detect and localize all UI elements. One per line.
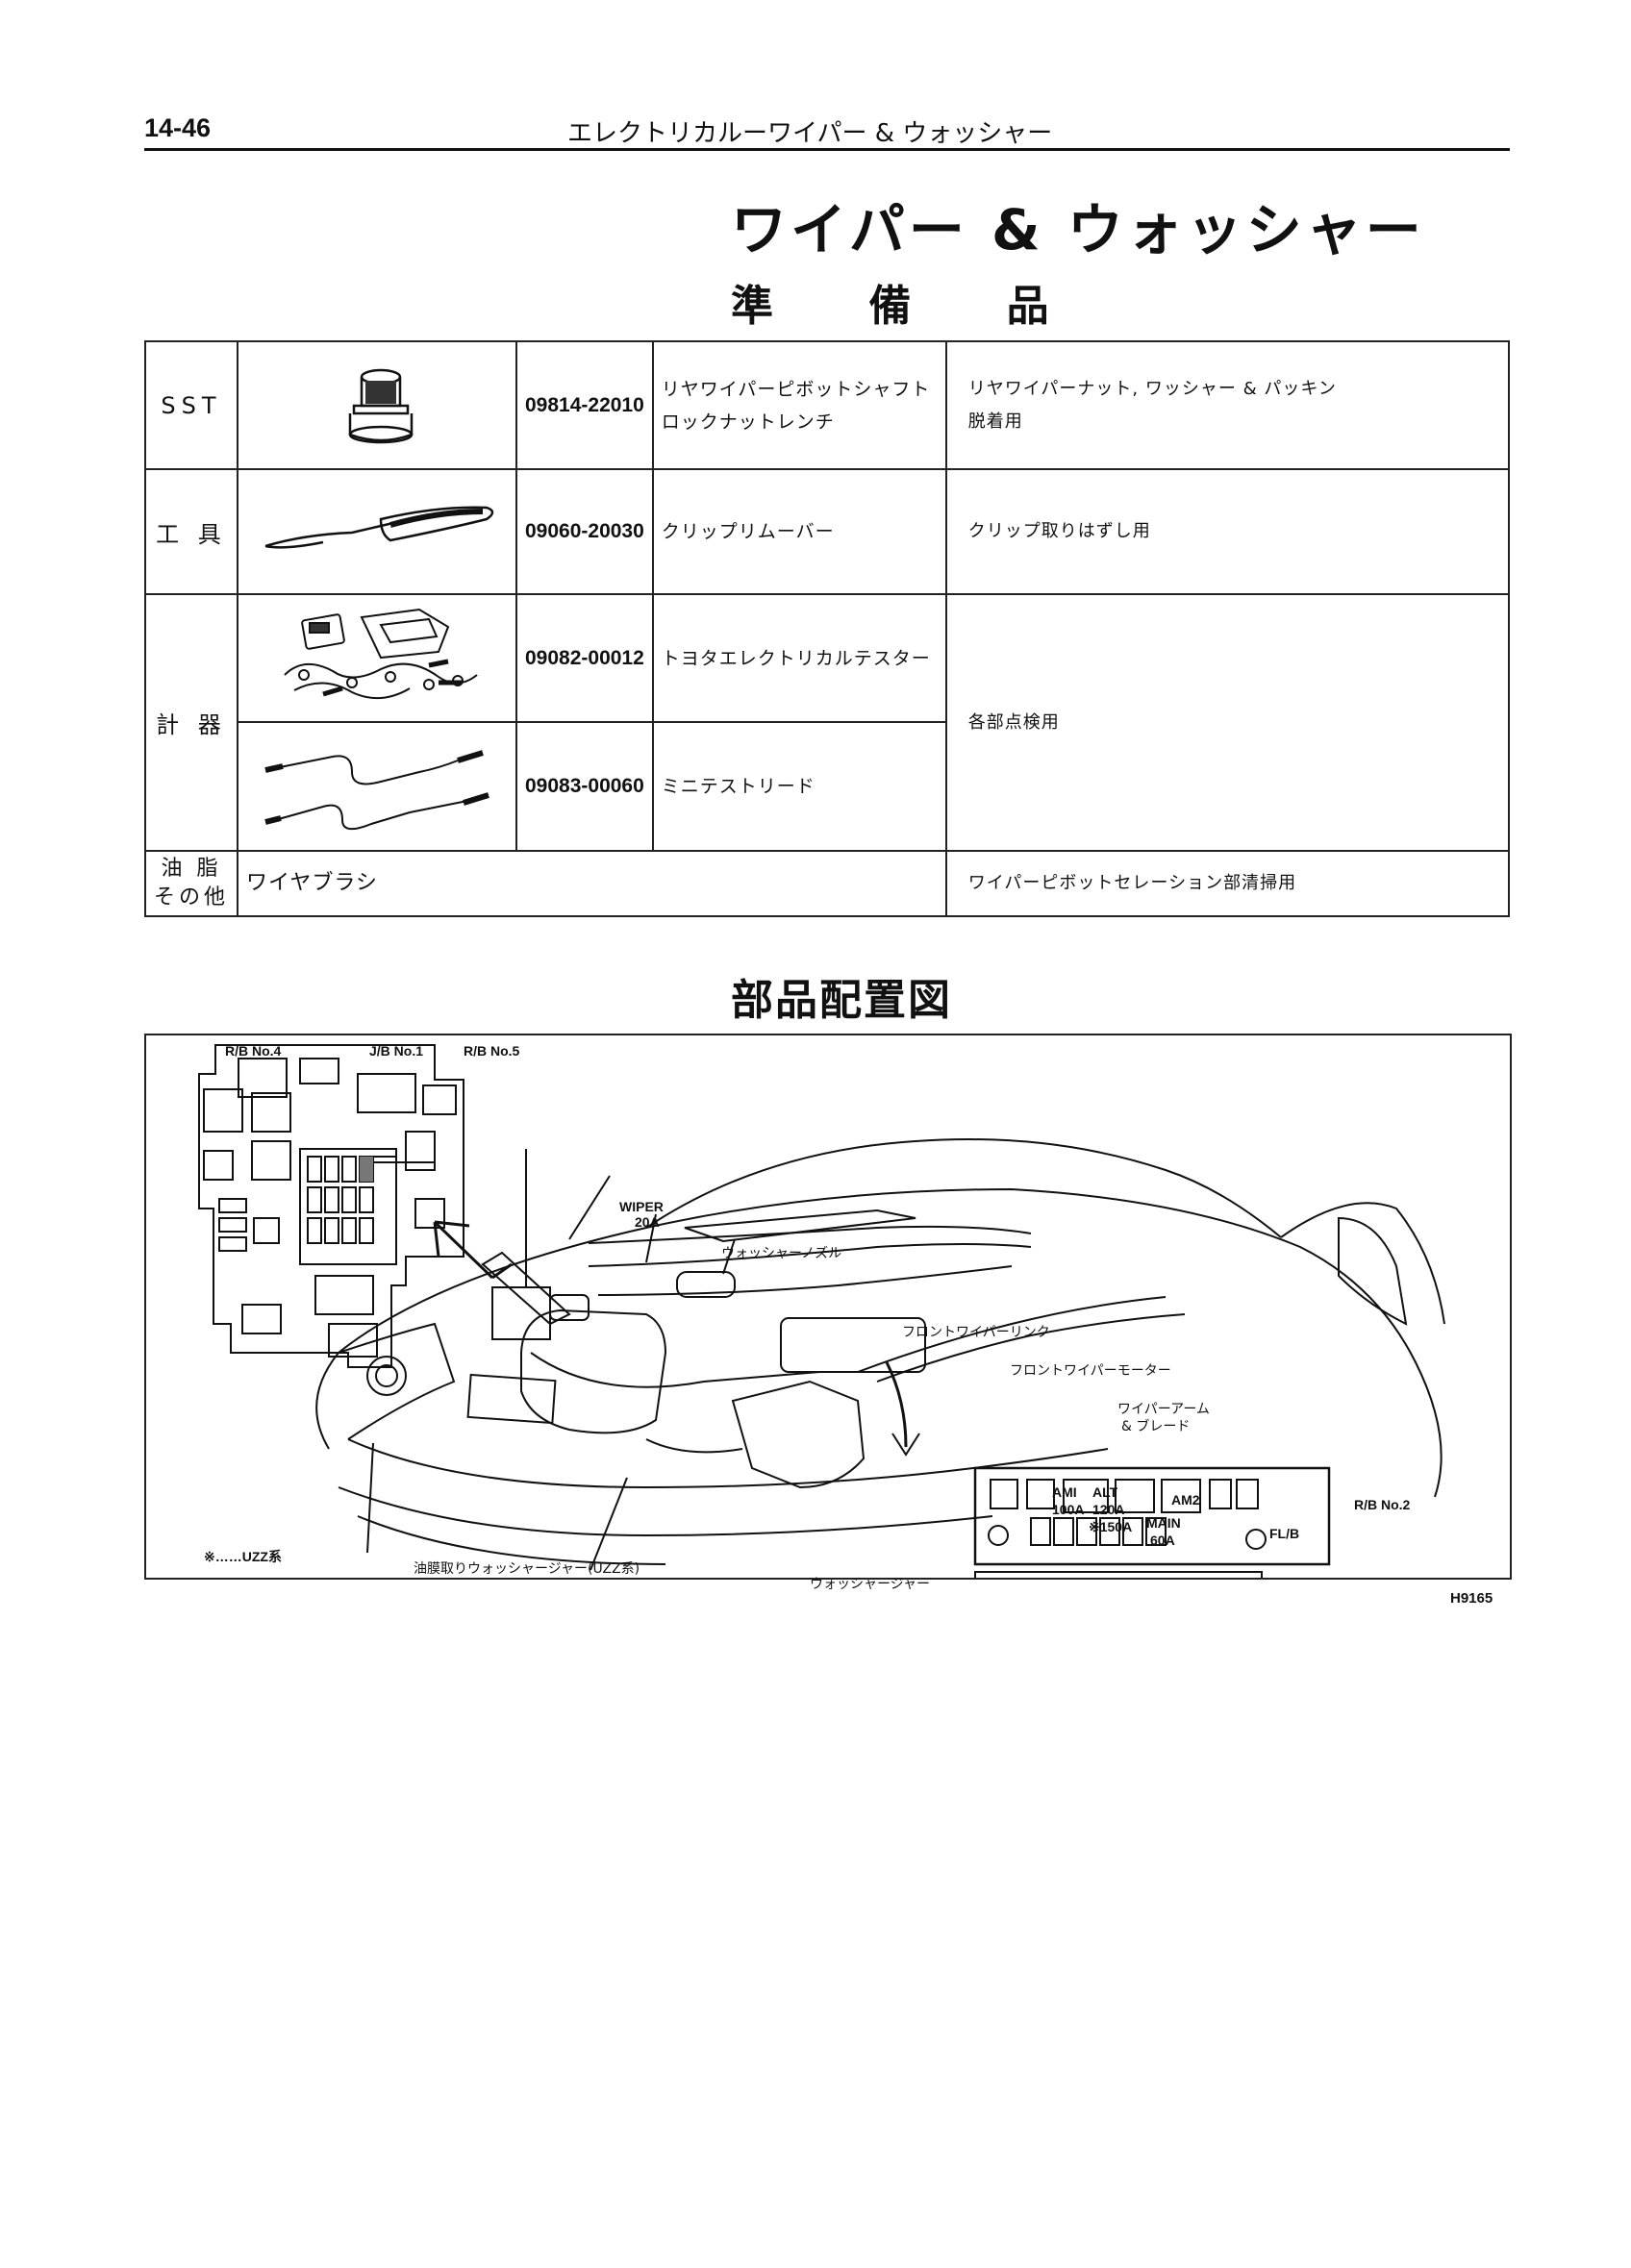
layout-title: 部品配置図 xyxy=(731,976,952,1025)
category-oils-line2: その他 xyxy=(154,885,230,910)
code-sst: 09814-22010 xyxy=(515,340,654,470)
code-test-lead: 09083-00060 xyxy=(515,721,654,852)
label-front-wiper-link: フロントワイパーリンク xyxy=(902,1325,1050,1340)
section-title: エレクトリカルーワイパー & ウォッシャー xyxy=(567,119,1053,148)
label-am2-fuse: AM2 xyxy=(1171,1492,1200,1508)
name-tester: トヨタエレクトリカルテスター xyxy=(651,593,947,723)
label-wiper-fuse-amp: 20A xyxy=(635,1214,660,1230)
table-row: 計 器 09082-00012 トヨタエレクトリカルテスター 各部点検用 xyxy=(144,593,1511,852)
category-tools: 工 具 xyxy=(144,468,238,595)
test-lead-image xyxy=(237,721,517,852)
label-front-wiper-motor: フロントワイパーモーター xyxy=(1010,1363,1171,1379)
tester-image xyxy=(237,593,517,723)
label-ami-amp: 100A xyxy=(1052,1502,1085,1517)
name-sst: リヤワイパーピボットシャフト ロックナットレンチ xyxy=(651,340,947,470)
label-wiper-fuse: WIPER xyxy=(619,1199,664,1214)
label-main-amp: 60A xyxy=(1150,1533,1175,1548)
use-sst-line2: 脱着用 xyxy=(967,411,1023,432)
label-rb4: R/B No.4 xyxy=(225,1043,282,1059)
category-sst: SST xyxy=(144,340,238,470)
label-washer-nozzle: ウォッシャーノズル xyxy=(721,1246,842,1261)
label-wiper-blade: & ブレード xyxy=(1121,1419,1191,1434)
prep-title: 準 備 品 xyxy=(731,282,1090,331)
sst-wrench-image xyxy=(237,340,517,470)
code-clip-remover: 09060-20030 xyxy=(515,468,654,595)
name-test-lead: ミニテストリード xyxy=(651,721,947,852)
use-clip-remover: クリップ取りはずし用 xyxy=(944,468,1511,595)
clip-remover-icon xyxy=(264,506,494,549)
label-washer-jar: ウォッシャージャー xyxy=(810,1577,931,1592)
tester-icon xyxy=(284,608,478,700)
label-alt-amp: 120A xyxy=(1092,1502,1125,1517)
use-sst: リヤワイパーナット, ワッシャー & パッキン 脱着用 xyxy=(944,340,1511,470)
label-oil-film-washer-jar: 油膜取りウォッシャージャー(UZZ系) xyxy=(414,1561,640,1577)
use-wire-brush: ワイパーピボットセレーション部清掃用 xyxy=(944,850,1511,917)
car-diagram-drawing xyxy=(198,1044,1445,1578)
wrench-icon xyxy=(348,368,414,444)
label-rb2: R/B No.2 xyxy=(1354,1497,1411,1512)
label-alt-amp-uzz: ※150A xyxy=(1089,1519,1133,1534)
page-number: 14-46 xyxy=(144,113,212,142)
table-row: 油 脂 その他 ワイヤブラシ ワイパーピボットセレーション部清掃用 xyxy=(144,850,1511,917)
category-oils-line1: 油 脂 xyxy=(161,857,222,881)
code-tester: 09082-00012 xyxy=(515,593,654,723)
junction-block-outline xyxy=(198,1044,464,1368)
label-rb5: R/B No.5 xyxy=(464,1043,520,1059)
figure-id: H9165 xyxy=(1450,1590,1493,1607)
test-lead-icon xyxy=(264,749,489,830)
parts-layout-diagram: R/B No.4 J/B No.1 R/B No.5 WIPER 20A ウォッ… xyxy=(144,1034,1512,1592)
header-rule xyxy=(144,148,1510,151)
label-flb: FL/B xyxy=(1269,1526,1300,1541)
label-footnote: ※……UZZ系 xyxy=(204,1549,282,1564)
label-wiper-arm: ワイパーアーム xyxy=(1117,1402,1210,1417)
name-wire-brush: ワイヤブラシ xyxy=(237,850,947,917)
name-clip-remover: クリップリムーバー xyxy=(651,468,947,595)
use-sst-line1: リヤワイパーナット, ワッシャー & パッキン xyxy=(967,378,1337,399)
table-row: SST 09814-22010 リヤワイパーピボットシャフト ロックナットレンチ… xyxy=(144,340,1511,470)
name-sst-line1: リヤワイパーピボットシャフト xyxy=(661,378,931,400)
label-jb1: J/B No.1 xyxy=(369,1043,424,1059)
clip-remover-image xyxy=(237,468,517,595)
label-ami-fuse: AMI xyxy=(1052,1484,1077,1500)
category-oils-other: 油 脂 その他 xyxy=(144,850,238,917)
use-meters: 各部点検用 xyxy=(944,593,1511,852)
category-meters: 計 器 xyxy=(144,593,238,852)
table-row: 09083-00060 ミニテストリード xyxy=(145,721,1509,852)
tools-table: SST 09814-22010 リヤワイパーピボットシャフト ロックナットレンチ… xyxy=(144,340,1511,917)
label-main-fuse: MAIN xyxy=(1146,1515,1181,1531)
name-sst-line2: ロックナットレンチ xyxy=(661,411,835,433)
table-row: 工 具 09060-20030 クリップリムーバー クリップ取りはずし用 xyxy=(144,468,1511,595)
label-alt-fuse: ALT xyxy=(1092,1484,1118,1500)
page-title: ワイパー & ウォッシャー xyxy=(731,197,1425,262)
